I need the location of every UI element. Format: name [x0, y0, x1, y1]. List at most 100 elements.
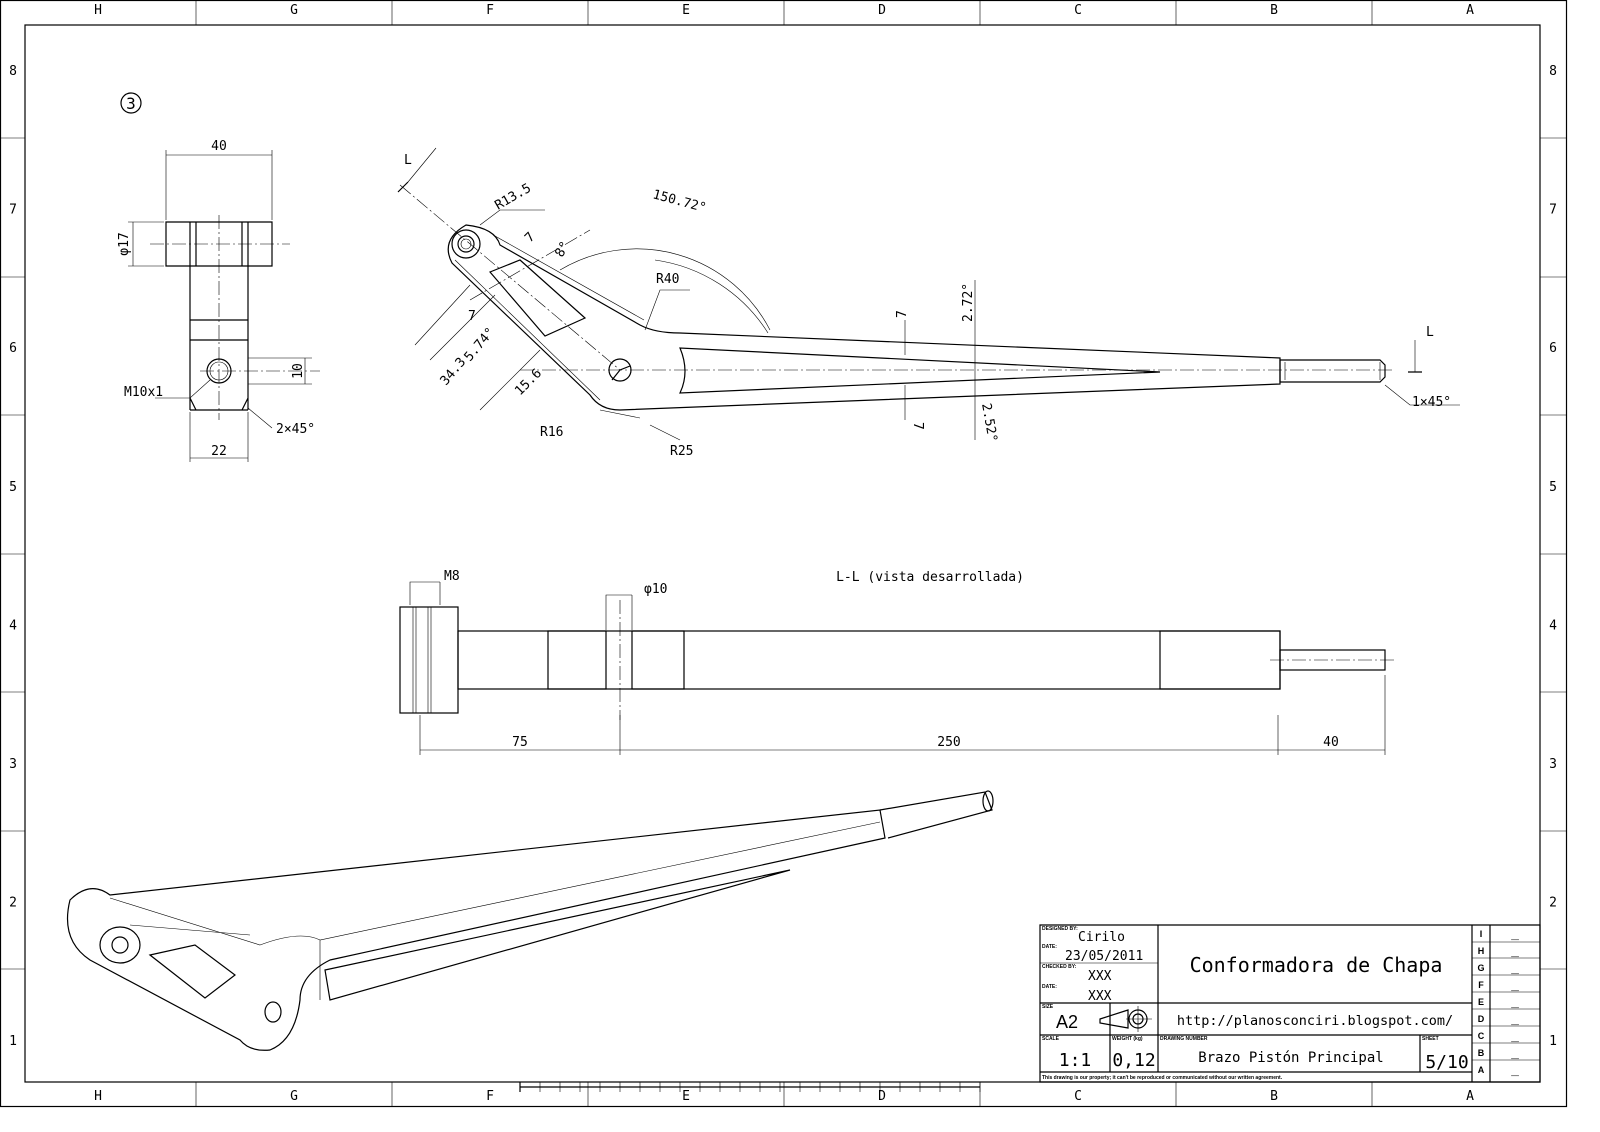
- revision-value: _: [1511, 1028, 1519, 1043]
- revision-value: _: [1511, 1011, 1519, 1026]
- dim-m8: M8: [444, 569, 460, 584]
- date-label: DATE:: [1042, 944, 1057, 950]
- zone-row-label: 2: [9, 896, 17, 911]
- copyright-footer: This drawing is our property; it can't b…: [1042, 1075, 1283, 1081]
- zone-column-label: F: [486, 3, 494, 18]
- revision-letter: E: [1478, 997, 1484, 1007]
- sheet-number: 5/10: [1425, 1052, 1468, 1073]
- section-view: L-L (vista desarrollada) M8 φ10 75 250 4…: [399, 569, 1395, 755]
- revision-value: _: [1511, 977, 1519, 992]
- zone-row-label: 6: [9, 341, 17, 356]
- dim-34: 34.3: [438, 355, 470, 389]
- project-url: http://planosconciri.blogspot.com/: [1177, 1013, 1453, 1029]
- section-mark-top: L: [404, 153, 412, 168]
- zone-column-label: D: [878, 1089, 886, 1104]
- zone-row-label: 8: [1549, 64, 1557, 79]
- zone-row-label: 1: [1549, 1034, 1557, 1049]
- zone-column-label: G: [290, 3, 298, 18]
- revision-value: _: [1511, 943, 1519, 958]
- zone-row-label: 2: [1549, 896, 1557, 911]
- zone-column-label: H: [94, 3, 102, 18]
- part-number: 3: [126, 94, 136, 113]
- drawing-number-label: DRAWING NUMBER: [1160, 1036, 1208, 1042]
- dim-angle-main: 150.72°: [651, 187, 708, 216]
- zone-column-label: E: [682, 3, 690, 18]
- zone-row-label: 5: [1549, 480, 1557, 495]
- zone-row-label: 1: [9, 1034, 17, 1049]
- drawing-name: Brazo Pistón Principal: [1198, 1050, 1383, 1066]
- check-date: XXX: [1088, 989, 1112, 1004]
- size-label: SIZE: [1042, 1004, 1054, 1010]
- dim-angle-8: 8°: [552, 239, 573, 260]
- revision-letter: F: [1478, 980, 1484, 990]
- design-date: 23/05/2011: [1065, 949, 1143, 964]
- section-mark-right: L: [1426, 325, 1434, 340]
- revision-letter: G: [1477, 963, 1484, 973]
- zone-column-label: C: [1074, 1089, 1082, 1104]
- zone-column-label: H: [94, 1089, 102, 1104]
- revision-letter: I: [1480, 929, 1483, 939]
- zone-column-label: F: [486, 1089, 494, 1104]
- revision-letter: D: [1478, 1014, 1485, 1024]
- zone-row-label: 7: [1549, 203, 1557, 218]
- project-title: Conformadora de Chapa: [1190, 953, 1443, 977]
- projection-symbol-icon: [1099, 1006, 1152, 1032]
- designed-by: Cirilo: [1078, 930, 1125, 945]
- part-number-circle: [120, 92, 142, 114]
- dim-chamfer: 2×45°: [276, 422, 315, 437]
- date2-label: DATE:: [1042, 984, 1057, 990]
- dim-r16: R16: [540, 425, 563, 440]
- revision-value: _: [1511, 926, 1519, 941]
- dim-7a: 7: [522, 230, 538, 246]
- revision-value: _: [1511, 960, 1519, 975]
- zone-row-label: 5: [9, 480, 17, 495]
- dim-thread: M10x1: [124, 385, 163, 400]
- main-view: L L R13.5 150.72° R40 7 8° 7 34.3 5.74° …: [397, 147, 1460, 459]
- dim-75: 75: [512, 735, 528, 750]
- dim-r-eye: R13.5: [493, 181, 534, 214]
- dim-chamfer-end: 1×45°: [1412, 395, 1451, 410]
- zone-row-label: 3: [9, 757, 17, 772]
- zone-row-label: 3: [1549, 757, 1557, 772]
- revision-letter: B: [1478, 1048, 1485, 1058]
- revision-letter: C: [1478, 1031, 1485, 1041]
- sheet-frame: [0, 0, 1568, 1108]
- zone-row-label: 8: [9, 64, 17, 79]
- designed-by-label: DESIGNED BY:: [1042, 926, 1078, 932]
- scale-label: SCALE: [1042, 1036, 1060, 1042]
- weight-label: WEIGHT (kg): [1112, 1036, 1143, 1042]
- title-block: DESIGNED BY: Cirilo DATE: 23/05/2011 CHE…: [1039, 924, 1541, 1083]
- weight: 0,12: [1112, 1050, 1155, 1071]
- dim-width: 40: [211, 139, 227, 154]
- revision-letter: A: [1478, 1065, 1485, 1075]
- dim-40: 40: [1323, 735, 1339, 750]
- sheet-size: A2: [1056, 1012, 1078, 1032]
- side-view: 3 40 φ17 M10x1 10 22 2×45°: [117, 92, 320, 462]
- dim-angle-574: 5.74°: [462, 325, 499, 365]
- revision-value: _: [1511, 1062, 1519, 1077]
- zone-column-label: B: [1270, 3, 1278, 18]
- dim-15-6: 15.6: [512, 366, 545, 399]
- zone-column-label: D: [878, 3, 886, 18]
- zone-row-label: 4: [1549, 618, 1557, 633]
- zone-column-label: E: [682, 1089, 690, 1104]
- revision-value: _: [1511, 1045, 1519, 1060]
- dim-hole: φ10: [644, 582, 667, 597]
- dim-7b: 7: [468, 309, 476, 324]
- revision-value: _: [1511, 994, 1519, 1009]
- zone-column-label: C: [1074, 3, 1082, 18]
- zone-column-label: G: [290, 1089, 298, 1104]
- checked-by-label: CHECKED BY:: [1042, 964, 1077, 970]
- sheet-label: SHEET: [1422, 1036, 1439, 1042]
- zone-column-label: B: [1270, 1089, 1278, 1104]
- dim-r-bend: R40: [656, 272, 679, 287]
- dim-250: 250: [937, 735, 960, 750]
- section-title: L-L (vista desarrollada): [836, 570, 1024, 585]
- isometric-view: [66, 790, 994, 1051]
- zone-column-label: A: [1466, 1089, 1474, 1104]
- dim-angle-252: 2.52°: [978, 402, 1000, 443]
- zone-column-label: A: [1466, 3, 1474, 18]
- dim-angle-272: 2.72°: [961, 283, 976, 322]
